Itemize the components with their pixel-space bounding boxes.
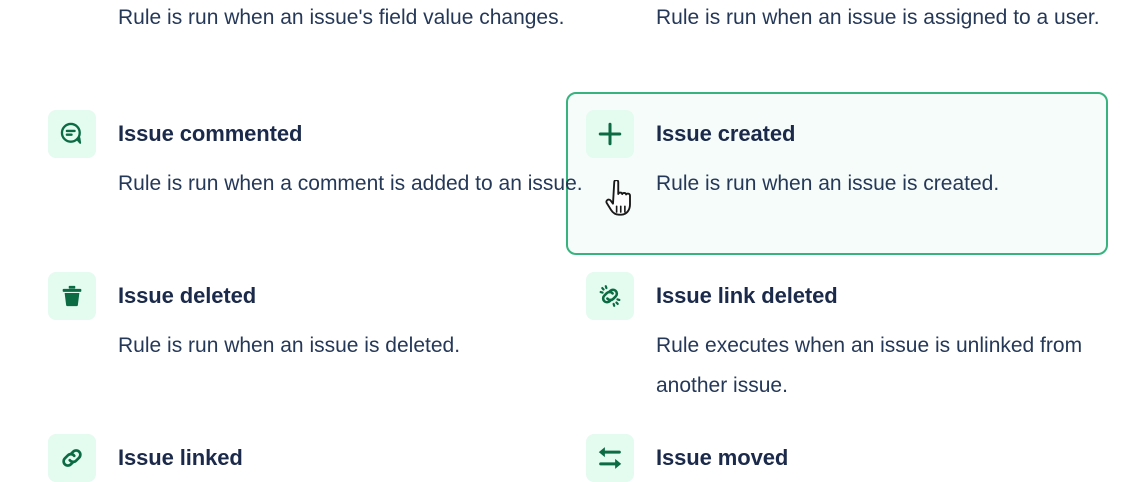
- option-title: Issue deleted: [118, 283, 257, 308]
- option-description: Rule is run when a comment is added to a…: [118, 172, 583, 195]
- trigger-option-issue-created[interactable]: Issue created Rule is run when an issue …: [586, 110, 1126, 204]
- move-arrows-icon: [586, 434, 634, 482]
- partial-row-description-left: Rule is run when an issue's field value …: [118, 6, 565, 29]
- trigger-option-issue-linked[interactable]: Issue linked: [48, 434, 588, 482]
- trigger-option-issue-link-deleted[interactable]: Issue link deleted Rule executes when an…: [586, 272, 1126, 406]
- partial-row-description-right: Rule is run when an issue is assigned to…: [656, 6, 1100, 29]
- plus-icon: [586, 110, 634, 158]
- comment-bubble-icon: [48, 110, 96, 158]
- option-description: Rule executes when an issue is unlinked …: [656, 334, 1083, 397]
- option-description: Rule is run when an issue is deleted.: [118, 334, 461, 357]
- trigger-option-issue-commented[interactable]: Issue commented Rule is run when a comme…: [48, 110, 588, 204]
- trigger-option-issue-moved[interactable]: Issue moved: [586, 434, 1126, 482]
- option-title: Issue linked: [118, 445, 243, 470]
- option-title: Issue commented: [118, 121, 303, 146]
- option-title: Issue moved: [656, 445, 789, 470]
- selected-trigger-card-issue-created[interactable]: [566, 92, 1108, 255]
- option-header: Issue moved: [586, 434, 1126, 482]
- broken-link-icon: [586, 272, 634, 320]
- trigger-option-issue-deleted[interactable]: Issue deleted Rule is run when an issue …: [48, 272, 588, 366]
- link-icon: [48, 434, 96, 482]
- option-title: Issue created: [656, 121, 796, 146]
- option-title: Issue link deleted: [656, 283, 838, 308]
- option-description: Rule is run when an issue is created.: [656, 172, 1000, 195]
- option-header: Issue link deleted: [586, 272, 1126, 320]
- option-header: Issue deleted: [48, 272, 588, 320]
- option-header: Issue linked: [48, 434, 588, 482]
- option-header: Issue commented: [48, 110, 588, 158]
- option-header: Issue created: [586, 110, 1126, 158]
- trash-icon: [48, 272, 96, 320]
